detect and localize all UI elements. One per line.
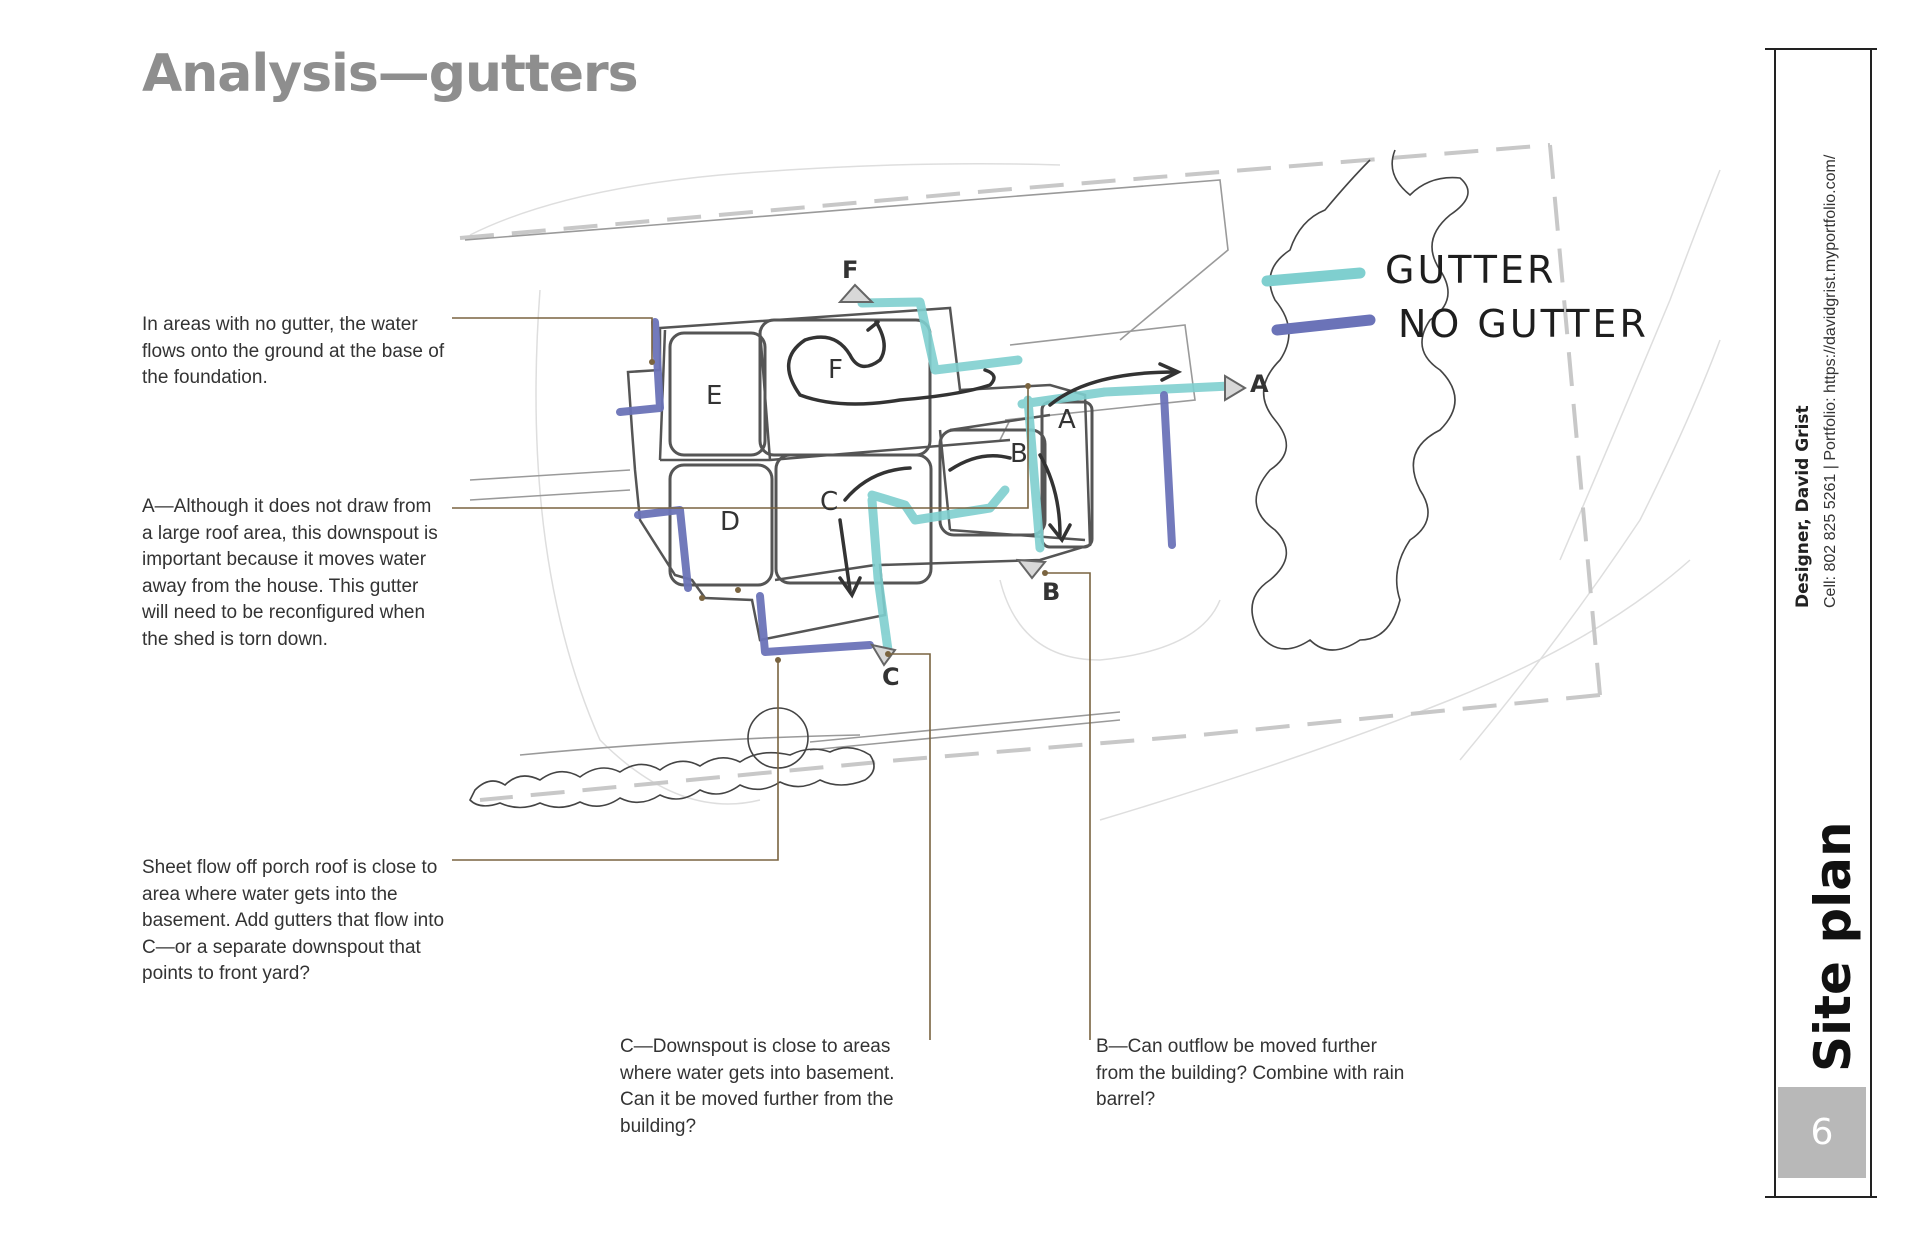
contour-lines (469, 163, 1721, 821)
note-porch: Sheet flow off porch roof is close to ar… (142, 857, 445, 984)
site-plan-diagram: E F D C B A F A B C GUTTER NO GUTTER (452, 143, 1721, 1040)
downspout-label-a: A (1250, 370, 1269, 398)
note-downspout-a: A—Although it does not draw from a large… (142, 496, 438, 650)
downspout-markers (837, 283, 1247, 667)
legend-no-gutter-swatch (1271, 314, 1376, 336)
no-gutter-lines (616, 318, 1176, 656)
callout-dots (649, 359, 1048, 663)
legend-gutter-swatch (1261, 267, 1366, 287)
site-structures (464, 179, 1229, 756)
callout-leaders (452, 317, 1091, 1040)
legend-no-gutter-label: NO GUTTER (1398, 302, 1649, 346)
legend: GUTTER NO GUTTER (1261, 248, 1649, 346)
note-no-gutter: In areas with no gutter, the water flows… (142, 314, 445, 388)
downspout-label-c: C (882, 663, 900, 691)
title-block-right-rule (1870, 48, 1872, 1198)
zone-label-b: B (1010, 439, 1028, 469)
section-title: Site plan (1804, 821, 1862, 1072)
legend-gutter-label: GUTTER (1385, 248, 1556, 292)
property-boundary (459, 143, 1602, 802)
zone-label-d: D (720, 507, 740, 537)
page-title: Analysis—gutters (142, 44, 639, 104)
zone-label-c: C (820, 487, 838, 517)
note-downspout-b: B—Can outflow be moved further from the … (1096, 1036, 1405, 1110)
title-block (1760, 48, 1878, 1198)
title-block-bottom-rule (1765, 1196, 1877, 1198)
downspout-label-b: B (1042, 578, 1060, 606)
tree-canopy-right (1251, 149, 1469, 651)
tree-hedge-bottom (469, 707, 875, 809)
gutter-lines (857, 297, 1235, 655)
designer-name: Designer, David Grist (1793, 405, 1813, 608)
zone-label-f: F (828, 355, 843, 385)
designer-contact: Cell: 802 825 5261 | Portfolio: https://… (1822, 154, 1839, 608)
page-number: 6 (1778, 1087, 1866, 1178)
title-block-top-rule (1765, 48, 1877, 50)
flow-arrows (786, 320, 1183, 599)
zone-label-e: E (706, 381, 722, 411)
note-downspout-c: C—Downspout is close to areas where wate… (620, 1036, 895, 1137)
downspout-label-f: F (842, 256, 858, 284)
zone-label-a: A (1058, 405, 1076, 435)
title-block-left-rule (1774, 48, 1776, 1198)
